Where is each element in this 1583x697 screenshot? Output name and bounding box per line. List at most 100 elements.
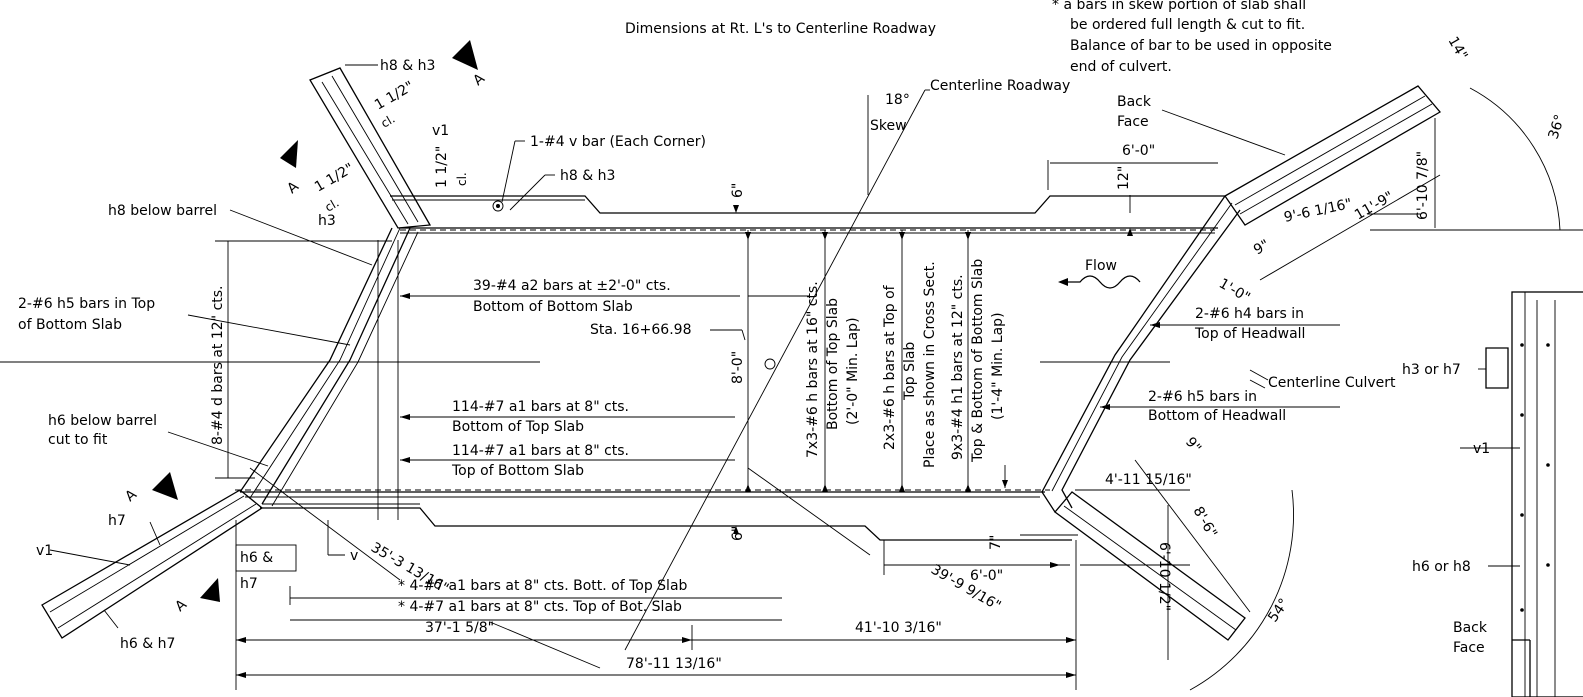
callout-a1-top-slab: Bottom of Top Slab (452, 419, 584, 435)
dim-8ft6: 8'-6" (1190, 504, 1220, 541)
dim-12in: 12" (1116, 166, 1132, 190)
section-label: A (470, 70, 488, 89)
skew-note-line: * a bars in skew portion of slab shall (1052, 0, 1306, 13)
cl-2: cl. (323, 196, 342, 215)
callout-h-bars-xsect: Top Slab (902, 342, 918, 401)
callout-a1-bot-slab: Top of Bottom Slab (451, 463, 584, 479)
angle-label: 36° (1546, 113, 1569, 142)
callout-h7: h7 (108, 513, 126, 529)
dim-9ft6: 9'-6 1/16" (1283, 196, 1354, 226)
callout-v: v (350, 548, 358, 564)
callout-h5-headwall: Bottom of Headwall (1148, 408, 1286, 424)
callout-h-bars-xsect: Place as shown in Cross Sect. (922, 261, 938, 468)
section-label: A (172, 596, 190, 615)
right-top-wingwall (1224, 85, 1441, 226)
clear-1: 1 1/2" (372, 78, 417, 113)
callout-skew-a1-bot: * 4-#7 a1 bars at 8" cts. Top of Bot. Sl… (398, 599, 682, 615)
back-face-label: Face (1117, 114, 1149, 130)
right-bottom-wingwall (1054, 491, 1246, 641)
section-arrow-icon (452, 40, 478, 70)
station-point (764, 358, 776, 370)
callout-h6-below: h6 below barrel (48, 413, 157, 429)
dim-9in: 9" (1182, 434, 1204, 456)
dim-11ft9: 11'-9" (1352, 189, 1396, 224)
bottom-slab-edge (260, 507, 1072, 541)
callout-h6-h8: h6 or h8 (1412, 559, 1471, 575)
callout-h8-below: h8 below barrel (108, 203, 217, 219)
skew-angle: 18° (885, 92, 910, 108)
dim-37ft1: 37'-1 5/8" (425, 620, 494, 636)
callout-h8-h3: h8 & h3 (380, 58, 435, 74)
back-face-label: Back (1117, 94, 1152, 110)
callout-h6-h7-box: h6 & (240, 550, 273, 566)
dim-8ft: 8'-0" (730, 351, 746, 384)
callout-d-bars: 8-#4 d bars at 12" cts. (210, 285, 226, 445)
dim-6in: 6" (730, 183, 746, 198)
skew-label: Skew (870, 118, 907, 134)
dim-6in: 6" (730, 526, 746, 541)
cl-3: cl. (455, 172, 469, 186)
dim-7in: 7" (988, 535, 1004, 550)
cl-1: cl. (379, 112, 398, 131)
station-label: Sta. 16+66.98 (590, 322, 691, 338)
callout-h1-bars: 9x3-#4 h1 bars at 12" cts. (950, 274, 966, 460)
callout-v1-left: v1 (36, 543, 53, 559)
dim-6ft10-12: 6'-10 1/2" (1156, 542, 1172, 611)
callout-h-bars-top: Bottom of Top Slab (825, 298, 841, 430)
clear-3: 1 1/2" (434, 146, 450, 188)
callout-h8-h3: h8 & h3 (560, 168, 615, 184)
callout-h4: 2-#6 h4 bars in (1195, 306, 1304, 322)
skew-note-line: Balance of bar to be used in opposite (1070, 38, 1332, 54)
callout-v1-right: v1 (1473, 441, 1490, 457)
flow-arrow-icon (1060, 275, 1141, 289)
callout-h1-bars: Top & Bottom of Bottom Slab (970, 259, 986, 463)
callout-a1-top-slab: 114-#7 a1 bars at 8" cts. (452, 399, 629, 415)
callout-a2-bars: 39-#4 a2 bars at ±2'-0" cts. (473, 278, 671, 294)
section-arrow-icon (280, 140, 298, 168)
callout-h6-h7-box: h7 (240, 576, 258, 592)
centerline-culvert-label: Centerline Culvert (1268, 375, 1396, 391)
arc-54 (1189, 489, 1294, 691)
callout-h-bars-top: (2'-0" Min. Lap) (845, 317, 861, 425)
skew-note-line: end of culvert. (1070, 59, 1172, 75)
dim-1ft: 1'-0" (1216, 276, 1253, 306)
section-arrow-icon (200, 578, 220, 602)
callout-h5-bottom-slab: of Bottom Slab (18, 317, 122, 333)
left-top-wingwall (309, 67, 432, 229)
dim-41ft10: 41'-10 3/16" (855, 620, 942, 636)
clear-2: 1 1/2" (312, 160, 357, 195)
left-bottom-wingwall (41, 489, 264, 639)
section-arrow-icon (152, 472, 178, 500)
dim-14in: 14" (1445, 34, 1471, 63)
callout-h5-headwall: 2-#6 h5 bars in (1148, 389, 1257, 405)
dim-6ft10-78: 6'-10 7/8" (1415, 151, 1431, 220)
callout-h1-bars: (1'-4" Min. Lap) (990, 312, 1006, 420)
arc-36 (1469, 87, 1561, 231)
right-wall (1041, 195, 1226, 513)
back-face-label: Back (1453, 620, 1488, 636)
callout-h3: h3 (318, 213, 336, 229)
callout-h-bars-xsect: 2x3-#6 h bars at Top of (882, 284, 898, 450)
callout-h4: Top of Headwall (1194, 326, 1305, 342)
headwall-section-detail (1511, 291, 1583, 697)
callout-v1: v1 (432, 123, 449, 139)
dim-9in: 9" (1251, 237, 1272, 259)
callout-h-bars-top: 7x3-#6 h bars at 16" cts. (805, 281, 821, 458)
callout-h3-h7: h3 or h7 (1402, 362, 1461, 378)
back-face-label: Face (1453, 640, 1485, 656)
section-label: A (122, 486, 140, 505)
callout-a2-bars: Bottom of Bottom Slab (473, 299, 633, 315)
callout-h6-h7-bottom: h6 & h7 (120, 636, 175, 652)
dim-6ft: 6'-0" (1122, 143, 1155, 159)
callout-skew-a1-top: * 4-#7 a1 bars at 8" cts. Bott. of Top S… (398, 578, 688, 594)
angle-label: 54° (1265, 596, 1292, 626)
callout-h5-bottom-slab: 2-#6 h5 bars in Top (18, 296, 155, 312)
left-wall-outer (239, 227, 393, 493)
dim-6ft: 6'-0" (970, 568, 1003, 584)
callout-h6-below: cut to fit (48, 432, 108, 448)
dim-78ft11: 78'-11 13/16" (626, 656, 722, 672)
section-label: A (284, 178, 302, 197)
callout-a1-bot-slab: 114-#7 a1 bars at 8" cts. (452, 443, 629, 459)
skew-note-line: be ordered full length & cut to fit. (1070, 17, 1305, 33)
